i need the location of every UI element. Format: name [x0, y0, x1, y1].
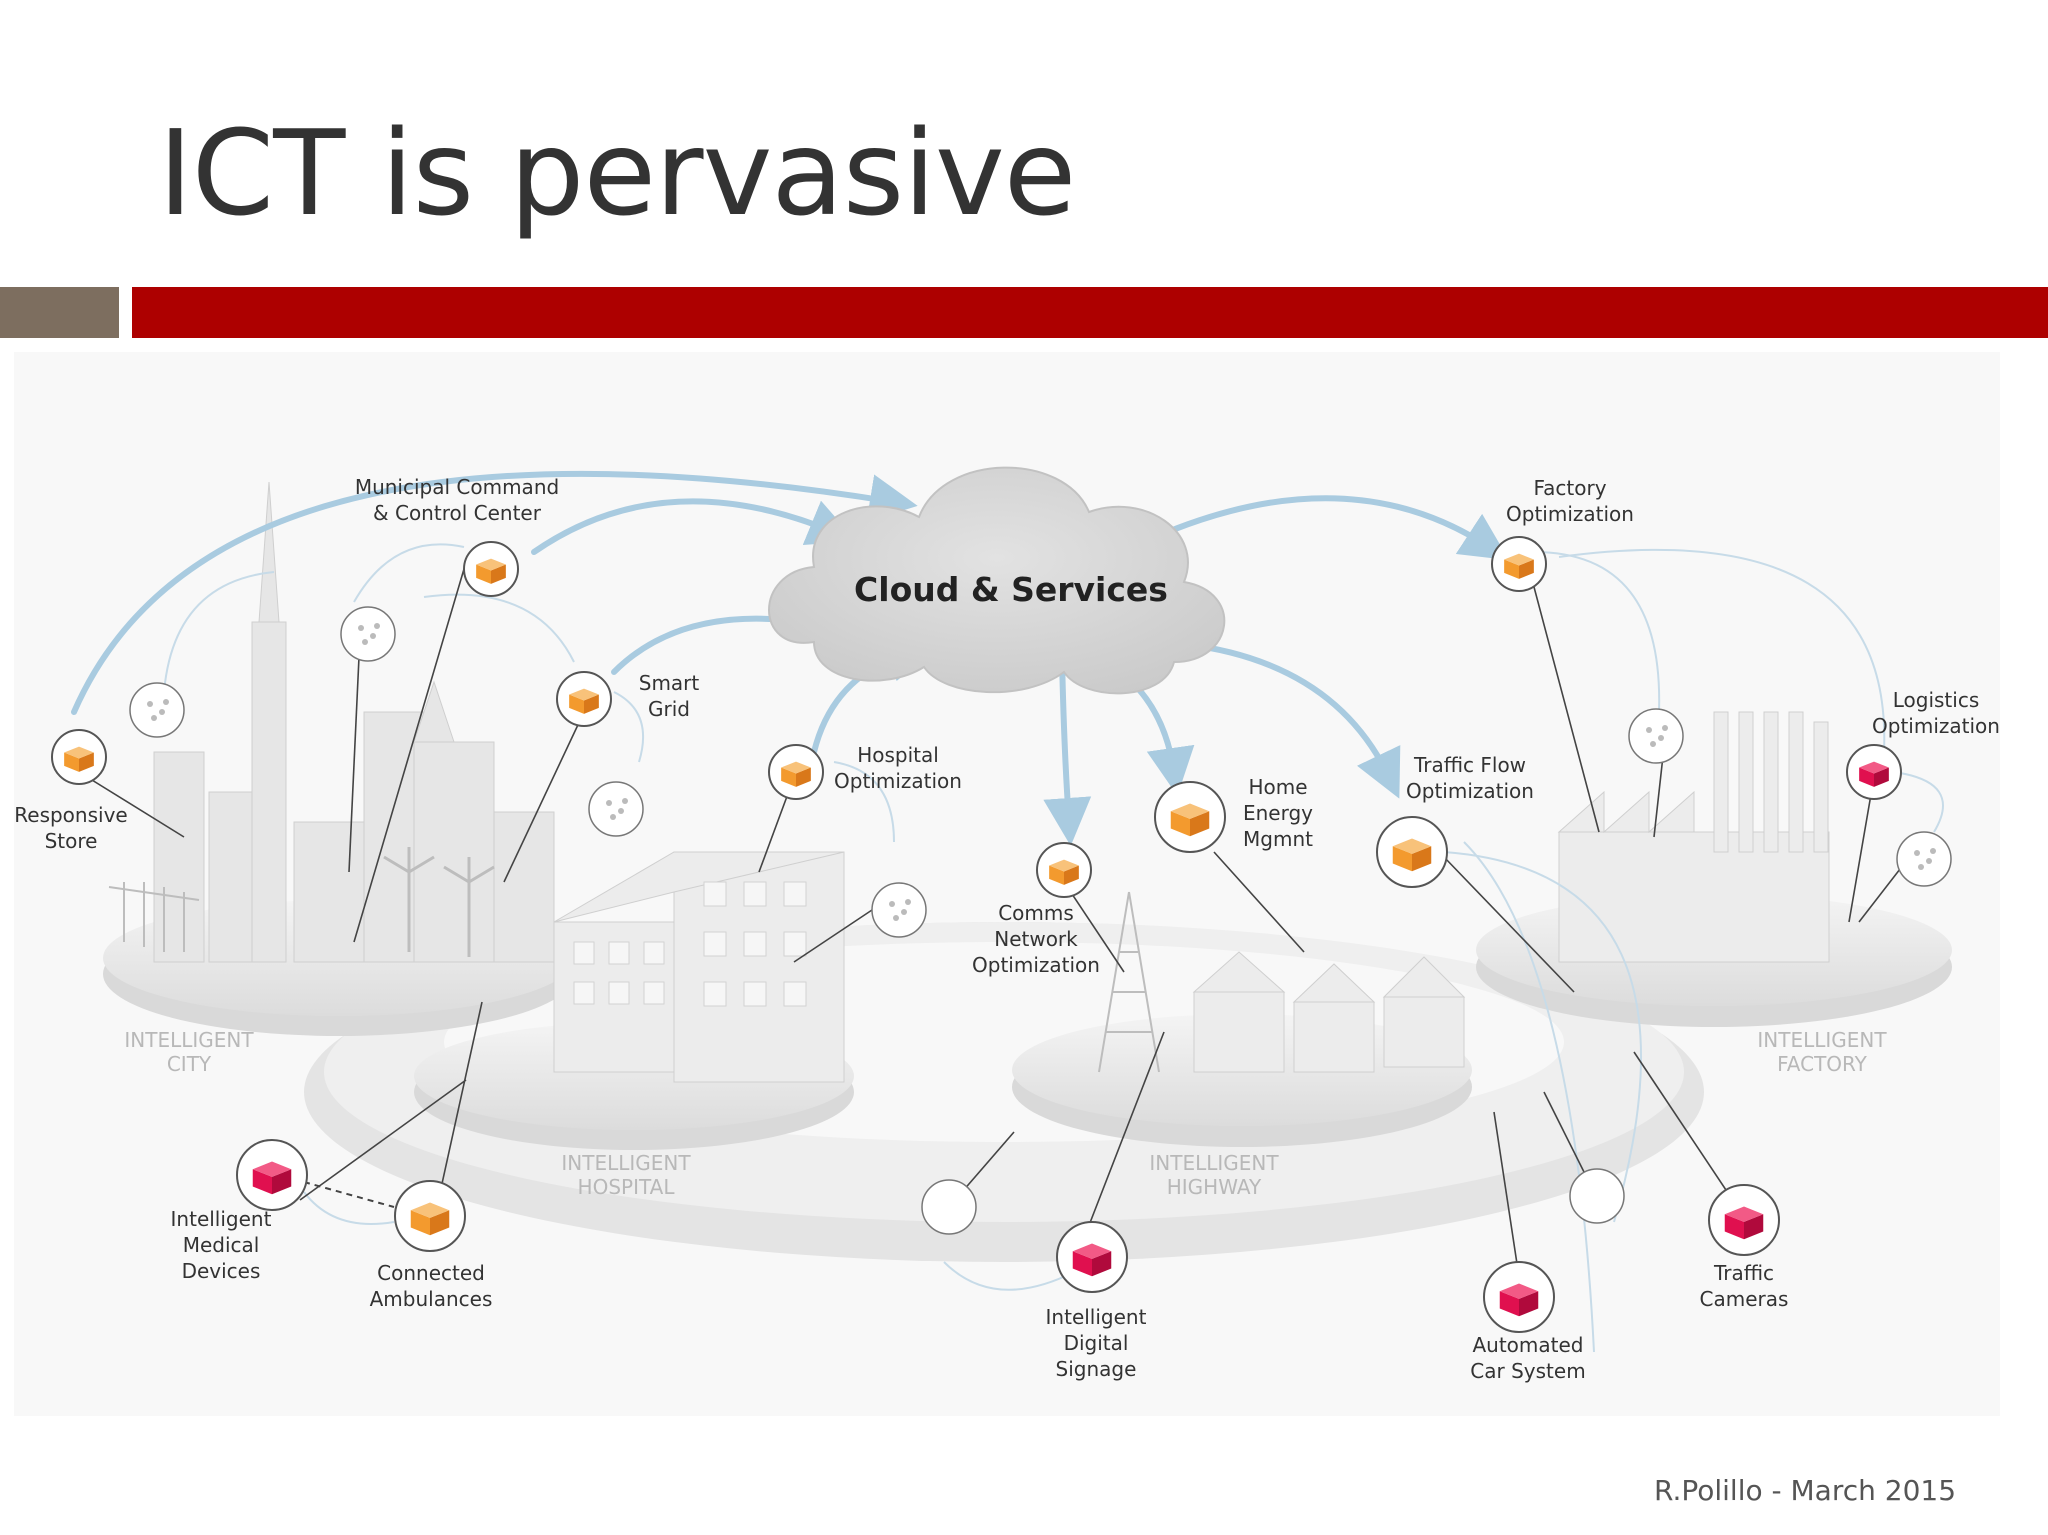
- municipal-cube-side: [491, 564, 506, 584]
- factory-opt-cube-top: [1504, 553, 1534, 566]
- logistics-cube-side: [1874, 767, 1889, 787]
- ambulances-node-icon: [394, 1180, 466, 1252]
- ambulances-cube-side: [430, 1210, 450, 1236]
- traffic-flow-cube-top: [1392, 838, 1432, 854]
- comms-cube-front: [1049, 865, 1064, 885]
- logistics-cube-front: [1859, 767, 1874, 787]
- smart-grid-cube-front: [569, 694, 584, 714]
- signage-cube-top: [1072, 1243, 1112, 1259]
- responsive-store-cube-front: [64, 752, 79, 772]
- traffic-flow-cube-front: [1392, 846, 1412, 872]
- medical-cube-front: [252, 1169, 272, 1195]
- power-poles: [108, 882, 200, 952]
- ambulances-cube-front: [410, 1210, 430, 1236]
- responsive-store-cube-side: [79, 752, 94, 772]
- factory-opt-cube-side: [1519, 559, 1534, 579]
- title-accent-bar-right: [132, 287, 2048, 338]
- factory-opt-node-icon: [1491, 536, 1547, 592]
- cloud-label: Cloud & Services: [854, 570, 1168, 609]
- hospital-opt-node-icon: [768, 744, 824, 800]
- label-municipal-command: Municipal Command& Control Center: [355, 475, 559, 525]
- home-energy-cube-side: [1190, 811, 1210, 837]
- logistics-cube-top: [1859, 761, 1889, 774]
- home-energy-cube-front: [1170, 811, 1190, 837]
- slide-title: ICT is pervasive: [158, 104, 1076, 242]
- municipal-cube-front: [476, 564, 491, 584]
- thin-connectors: [163, 543, 1944, 1353]
- cloud-arrows: [71, 470, 1510, 846]
- signage-cube-front: [1072, 1251, 1092, 1277]
- traffic-flow-cube-side: [1412, 846, 1432, 872]
- sensor-dots: [147, 623, 1936, 921]
- smart-grid-node-icon: [556, 671, 612, 727]
- traffic-cameras-cube-top: [1724, 1206, 1764, 1222]
- car-system-cube-side: [1519, 1291, 1539, 1317]
- cloud: Cloud & Services: [768, 466, 1226, 695]
- medical-cube-side: [272, 1169, 292, 1195]
- sensor-circles: [129, 606, 1952, 1235]
- hospital-opt-cube-side: [796, 767, 811, 787]
- home-energy-node-icon: [1154, 781, 1226, 853]
- comms-tower: [1098, 891, 1160, 1073]
- comms-cube-side: [1064, 865, 1079, 885]
- hospital-opt-cube-front: [781, 767, 796, 787]
- signage-node-icon: [1056, 1221, 1128, 1293]
- car-system-cube-top: [1499, 1283, 1539, 1299]
- factory-building: [1557, 711, 1830, 963]
- node-icons: [51, 536, 1902, 1333]
- car-system-cube-front: [1499, 1291, 1519, 1317]
- traffic-flow-node-icon: [1376, 816, 1448, 888]
- comms-node-icon: [1036, 842, 1092, 898]
- factory-opt-cube-front: [1504, 559, 1519, 579]
- slide-footer: R.Polillo - March 2015: [1654, 1474, 1957, 1507]
- traffic-cameras-cube-front: [1724, 1214, 1744, 1240]
- medical-node-icon: [236, 1139, 308, 1211]
- medical-cube-top: [252, 1161, 292, 1177]
- car-system-node-icon: [1483, 1261, 1555, 1333]
- smart-grid-cube-side: [584, 694, 599, 714]
- wind-turbines: [383, 847, 495, 957]
- signage-cube-side: [1092, 1251, 1112, 1277]
- dashed-link-medical-ambulance: [303, 1181, 395, 1208]
- houses: [1192, 951, 1466, 1073]
- hospital-building: [553, 851, 845, 1083]
- logistics-node-icon: [1846, 744, 1902, 800]
- home-energy-cube-top: [1170, 803, 1210, 819]
- ambulances-cube-top: [410, 1202, 450, 1218]
- comms-cube-top: [1049, 859, 1079, 872]
- municipal-node-icon: [463, 541, 519, 597]
- traffic-cameras-node-icon: [1708, 1184, 1780, 1256]
- traffic-cameras-cube-side: [1744, 1214, 1764, 1240]
- responsive-store-node-icon: [51, 729, 107, 785]
- title-accent-bar-left: [0, 287, 119, 338]
